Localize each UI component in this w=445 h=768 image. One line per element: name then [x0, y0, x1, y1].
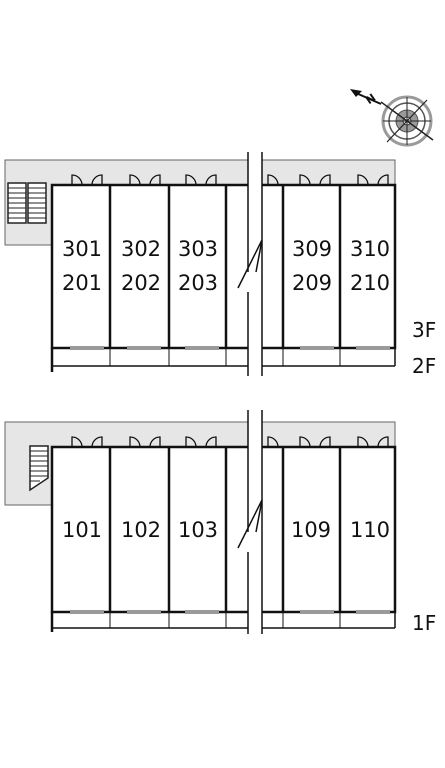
compass-icon: N [350, 89, 434, 147]
floor-label-2f: 2F [412, 354, 436, 378]
upper-break-symbol [237, 150, 263, 378]
compass-north-label: N [363, 91, 378, 107]
unit-301-label: 301 [62, 237, 102, 261]
lower-break-symbol [237, 410, 263, 636]
unit-201-label: 201 [62, 271, 102, 295]
unit-210-label: 210 [350, 271, 390, 295]
unit-309-label: 309 [292, 237, 332, 261]
upper-balcony [50, 346, 396, 372]
unit-303-label: 303 [178, 237, 218, 261]
lower-building-outline [50, 445, 397, 614]
unit-203-label: 203 [178, 271, 218, 295]
unit-110-label: 110 [350, 518, 390, 542]
unit-209-label: 209 [292, 271, 332, 295]
upper-stairs [7, 182, 47, 224]
unit-202-label: 202 [121, 271, 161, 295]
lower-stairs [29, 445, 49, 492]
unit-310-label: 310 [350, 237, 390, 261]
lower-block: 101 102 103 109 110 1F [4, 410, 436, 636]
upper-building-outline [50, 183, 397, 350]
floor-label-1f: 1F [412, 611, 436, 635]
unit-109-label: 109 [291, 518, 331, 542]
unit-103-label: 103 [178, 518, 218, 542]
lower-doors [71, 436, 389, 448]
unit-102-label: 102 [121, 518, 161, 542]
floor-label-3f: 3F [412, 318, 436, 342]
unit-302-label: 302 [121, 237, 161, 261]
unit-101-label: 101 [62, 518, 102, 542]
lower-balcony [50, 610, 396, 632]
upper-block: 301 302 303 309 310 201 202 203 209 210 … [4, 150, 436, 378]
upper-doors [71, 174, 389, 186]
